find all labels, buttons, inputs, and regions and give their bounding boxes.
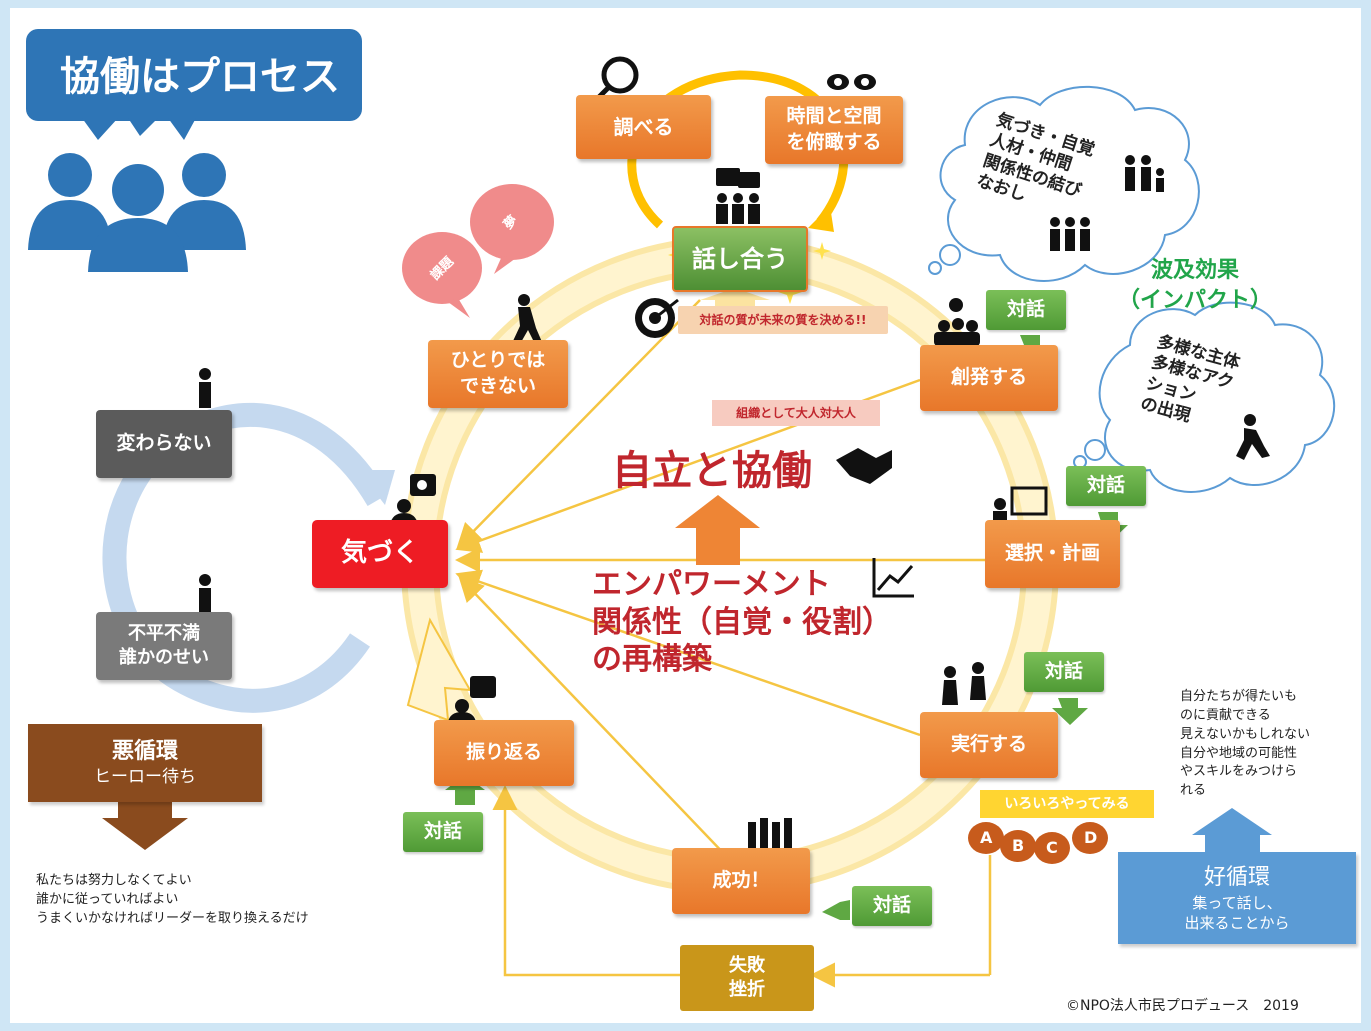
dialog-label-2: 対話 xyxy=(1066,466,1146,506)
dialog-label-5: 対話 xyxy=(852,886,932,926)
failure-box: 失敗 挫折 xyxy=(680,945,814,1011)
overview-box: 時間と空間 を俯瞰する xyxy=(765,96,903,164)
dialog-label-1: 対話 xyxy=(986,290,1066,330)
ripple-effect-title: 波及効果 （インパクト） xyxy=(1118,258,1273,313)
virtuous-cycle-box: 好循環 集って話し、 出来ることから xyxy=(1118,852,1356,944)
dialog-label-4: 対話 xyxy=(403,812,483,852)
crowd-icon xyxy=(748,818,792,848)
emerge-box: 創発する xyxy=(920,345,1058,411)
growth-chart-icon xyxy=(872,558,914,598)
discussion-group-icon xyxy=(716,168,760,224)
execute-box: 実行する xyxy=(920,712,1058,778)
success-box: 成功！ xyxy=(672,848,810,914)
balloon-icon xyxy=(402,184,554,318)
page-title: 協働はプロセス xyxy=(60,54,340,100)
person-icon xyxy=(199,368,211,614)
thought-cloud xyxy=(1073,301,1336,493)
vicious-sub: ヒーロー待ち xyxy=(94,767,196,788)
adult-relation-tag: 組織として大人対大人 xyxy=(712,400,880,426)
empowerment-text: エンパワーメント 関係性（自覚・役割） の再構築 xyxy=(592,567,892,677)
try-various-label: いろいろやってみる xyxy=(980,790,1154,818)
option-a: A xyxy=(980,828,993,847)
feedback-arrows xyxy=(455,299,992,988)
select-plan-box: 選択・計画 xyxy=(985,520,1120,588)
thought-cloud xyxy=(928,85,1200,282)
copyright: ©NPO法人市民プロデュース 2019 xyxy=(1066,998,1299,1014)
dialogue-quality-note: 対話の質が未来の質を決める!! xyxy=(678,306,888,334)
magnifier-icon xyxy=(594,56,639,102)
vicious-cycle-box: 悪循環 ヒーロー待ち xyxy=(28,724,262,802)
notice-box: 気づく xyxy=(312,520,448,588)
reflect-box: 振り返る xyxy=(434,720,574,786)
virtuous-note: 自分たちが得たいも のに貢献できる 見えないかもしれない 自分や地域の可能性 や… xyxy=(1180,689,1311,799)
eyes-icon xyxy=(827,74,876,90)
brainstorm-icon xyxy=(934,298,980,346)
independence-collaboration: 自立と協働 xyxy=(612,448,812,494)
vicious-note: 私たちは努力しなくてよい 誰かに従っていればよい うまくいかなければリーダーを取… xyxy=(36,873,309,926)
virtuous-title: 好循環 xyxy=(1203,864,1270,890)
walking-person-icon xyxy=(513,294,542,344)
virtuous-sub: 集って話し、 出来ることから xyxy=(1184,893,1290,932)
vicious-down-arrow xyxy=(102,802,188,850)
research-box: 調べる xyxy=(576,95,711,159)
alone-box: ひとりでは できない xyxy=(428,340,568,408)
vicious-loop xyxy=(102,402,395,713)
family-icon xyxy=(1050,155,1164,251)
question-person-icon xyxy=(448,676,496,722)
target-icon xyxy=(635,298,679,338)
option-bubbles xyxy=(968,822,1108,864)
dialog-label-3: 対話 xyxy=(1024,652,1104,692)
complaint-box: 不平不満 誰かのせい xyxy=(96,612,232,680)
no-change-box: 変わらない xyxy=(96,410,232,478)
people-icon xyxy=(28,153,246,272)
vicious-title: 悪循環 xyxy=(111,738,178,764)
option-b: B xyxy=(1012,836,1025,855)
running-person-icon xyxy=(1236,414,1270,460)
virtuous-up-arrow xyxy=(1192,808,1272,852)
option-c: C xyxy=(1046,838,1058,857)
discuss-box: 話し合う xyxy=(672,226,808,292)
option-d: D xyxy=(1084,828,1098,847)
handshake-icon xyxy=(836,448,892,484)
empower-arrow xyxy=(675,495,760,565)
celebrating-people-icon xyxy=(942,662,986,705)
title-bubble xyxy=(26,29,362,140)
